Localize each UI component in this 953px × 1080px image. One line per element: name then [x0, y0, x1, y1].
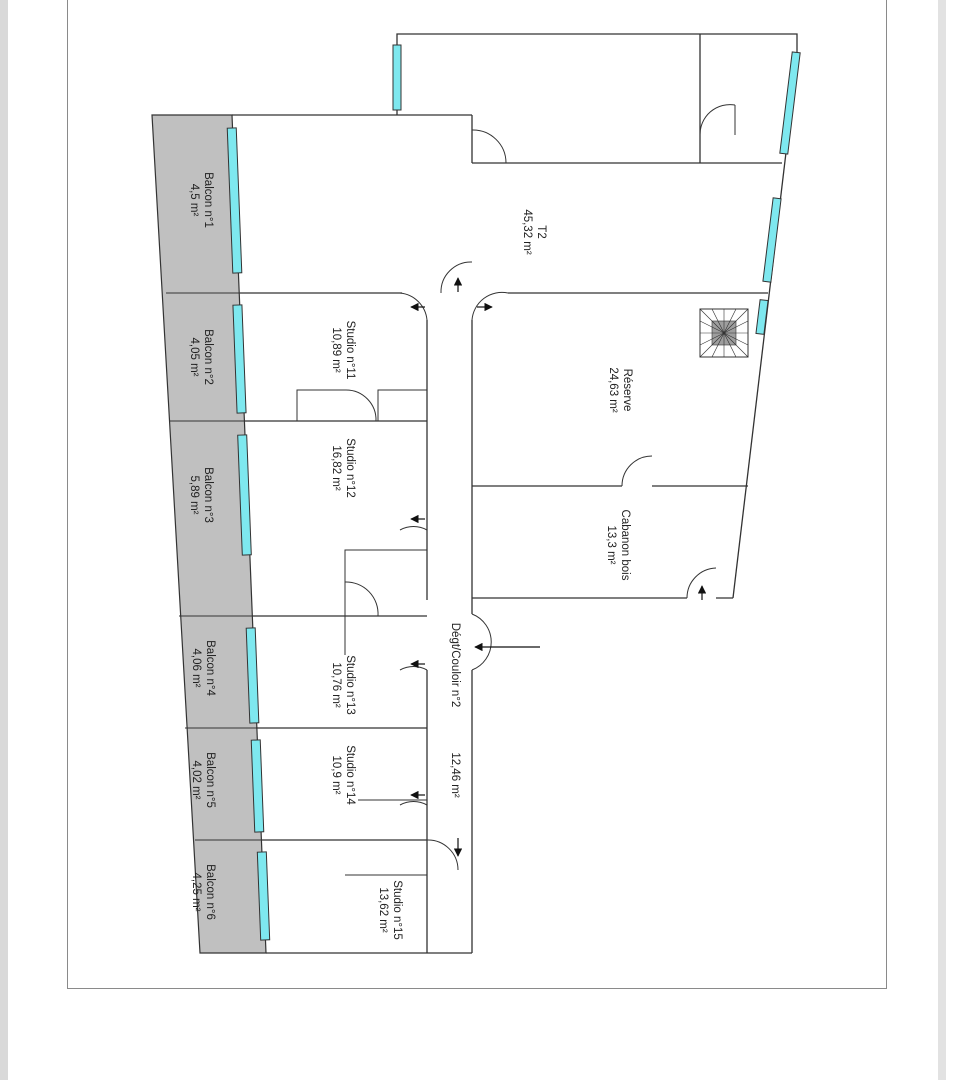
room-label-studio11: Studio n°11 10,89 m² [330, 321, 356, 380]
room-label-couloir-area: 12,46 m² [449, 752, 461, 798]
svg-text:Studio n°14: Studio n°14 [344, 745, 356, 805]
stair-icon [699, 308, 749, 358]
door-arrow-icon [410, 277, 707, 857]
room-label-reserve: Réserve 24,63 m² [607, 367, 633, 413]
screen-edge-right [938, 0, 946, 1080]
room-label-studio12: Studio n°12 16,82 m² [330, 438, 356, 498]
balcony-label-2: Balcon n°2 4,05 m² [188, 329, 214, 385]
windows [226, 44, 801, 941]
room-label-t2: T2 45,32 m² [521, 209, 547, 255]
room-label-studio15: Studio n°15 13,62 m² [377, 880, 403, 940]
svg-text:Studio n°11: Studio n°11 [344, 321, 356, 380]
svg-text:Dégt/Couloir n°2: Dégt/Couloir n°2 [449, 623, 461, 708]
svg-text:4,25 m²: 4,25 m² [190, 873, 202, 912]
svg-text:Studio n°13: Studio n°13 [344, 655, 356, 715]
svg-text:4,5 m²: 4,5 m² [188, 184, 200, 217]
svg-text:Balcon n°3: Balcon n°3 [202, 467, 214, 523]
balcony-label-6: Balcon n°6 4,25 m² [190, 864, 216, 920]
svg-text:10,89 m²: 10,89 m² [330, 327, 342, 373]
svg-text:16,82 m²: 16,82 m² [330, 445, 342, 491]
svg-text:Studio n°15: Studio n°15 [391, 880, 403, 940]
svg-text:45,32 m²: 45,32 m² [521, 209, 533, 255]
svg-text:13,3 m²: 13,3 m² [605, 526, 617, 565]
svg-text:10,76 m²: 10,76 m² [330, 662, 342, 708]
svg-text:Balcon n°5: Balcon n°5 [204, 752, 216, 808]
balcony-label-3: Balcon n°3 5,89 m² [188, 467, 214, 523]
svg-text:4,05 m²: 4,05 m² [188, 338, 200, 377]
svg-text:4,02 m²: 4,02 m² [190, 761, 202, 800]
room-labels: T2 45,32 m² Réserve 24,63 m² Cabanon boi… [330, 209, 633, 939]
balcony-label-4: Balcon n°4 4,06 m² [190, 640, 216, 696]
balcony-labels: Balcon n°1 4,5 m² Balcon n°2 4,05 m² Bal… [188, 172, 216, 920]
svg-text:T2: T2 [535, 225, 547, 238]
room-label-studio14: Studio n°14 10,9 m² [330, 745, 356, 805]
room-label-cabanon: Cabanon bois 13,3 m² [605, 510, 631, 581]
walls [232, 33, 798, 954]
svg-text:5,89 m²: 5,89 m² [188, 476, 200, 515]
screen-edge-left [0, 0, 8, 1080]
svg-text:Balcon n°2: Balcon n°2 [202, 329, 214, 385]
screen-edge-right-margin [946, 0, 953, 1080]
svg-text:24,63 m²: 24,63 m² [607, 367, 619, 413]
svg-text:12,46 m²: 12,46 m² [449, 752, 461, 798]
svg-text:Cabanon bois: Cabanon bois [619, 510, 631, 581]
balcony-label-1: Balcon n°1 4,5 m² [188, 172, 214, 228]
svg-text:Réserve: Réserve [621, 369, 633, 412]
svg-text:4,06 m²: 4,06 m² [190, 649, 202, 688]
svg-text:Studio n°12: Studio n°12 [344, 438, 356, 498]
svg-text:Balcon n°6: Balcon n°6 [204, 864, 216, 920]
svg-text:10,9 m²: 10,9 m² [330, 756, 342, 795]
room-label-couloir: Dégt/Couloir n°2 [449, 623, 461, 708]
svg-text:Balcon n°4: Balcon n°4 [204, 640, 216, 696]
room-label-studio13: Studio n°13 10,76 m² [330, 655, 356, 715]
svg-text:Balcon n°1: Balcon n°1 [202, 172, 214, 228]
balcony-label-5: Balcon n°5 4,02 m² [190, 752, 216, 808]
svg-text:13,62 m²: 13,62 m² [377, 887, 389, 933]
doors [344, 104, 736, 871]
